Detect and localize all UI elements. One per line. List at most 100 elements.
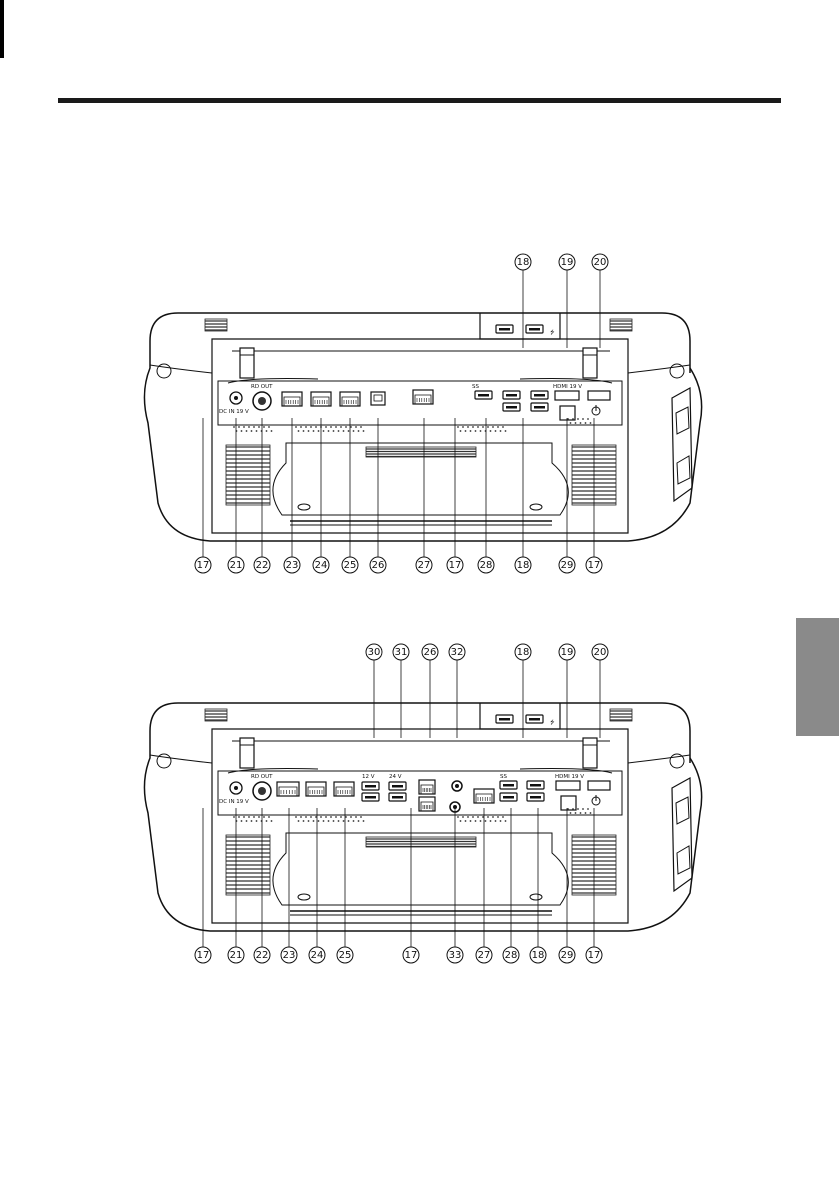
svg-text:28: 28	[505, 950, 518, 961]
svg-text:28: 28	[480, 560, 493, 571]
callout-top-30: 30	[366, 644, 382, 660]
callout-bottom-18: 18	[530, 947, 546, 963]
svg-text:25: 25	[344, 560, 357, 571]
callout-bottom-26: 26	[370, 557, 386, 573]
vent-dots-3	[457, 816, 506, 822]
foot-right	[530, 504, 542, 510]
side-card-slot	[672, 778, 692, 891]
display-port	[560, 406, 575, 420]
callout-bottom-17: 17	[403, 947, 419, 963]
svg-text:19: 19	[561, 257, 574, 268]
vent-dots-2	[295, 816, 364, 822]
callout-bottom-22: 22	[254, 557, 270, 573]
side-card-slot	[672, 388, 692, 501]
svg-text:18: 18	[532, 950, 545, 961]
callout-top-18: 18	[515, 254, 531, 270]
callout-bottom-28: 28	[503, 947, 519, 963]
left-hinge	[240, 738, 254, 768]
callout-bottom-28: 28	[478, 557, 494, 573]
left-hinge	[240, 348, 254, 378]
svg-text:26: 26	[372, 560, 385, 571]
svg-text:18: 18	[517, 560, 530, 571]
svg-text:32: 32	[451, 647, 464, 658]
foot-left	[298, 504, 310, 510]
svg-text:31: 31	[395, 647, 408, 658]
callout-bottom-29: 29	[559, 947, 575, 963]
svg-text:22: 22	[256, 950, 269, 961]
callout-bottom-29: 29	[559, 557, 575, 573]
svg-text:24: 24	[311, 950, 324, 961]
callout-bottom-17: 17	[447, 557, 463, 573]
svg-text:20: 20	[594, 647, 607, 658]
powered-usb-port	[556, 781, 580, 790]
svg-text:⭍: ⭍	[550, 328, 555, 336]
svg-text:27: 27	[418, 560, 431, 571]
callout-top-19: 19	[559, 644, 575, 660]
callout-bottom-21: 21	[228, 557, 244, 573]
svg-text:22: 22	[256, 560, 269, 571]
callout-bottom-21: 21	[228, 947, 244, 963]
callout-bottom-17: 17	[195, 557, 211, 573]
v12-label: 12 V	[362, 774, 375, 780]
callout-top-18: 18	[515, 644, 531, 660]
callout-bottom-33: 33	[447, 947, 463, 963]
center-vent-slot	[366, 447, 476, 457]
svg-text:25: 25	[339, 950, 352, 961]
svg-text:29: 29	[561, 950, 574, 961]
top-left-rule	[0, 0, 4, 58]
svg-text:21: 21	[230, 950, 243, 961]
right-side-screw	[670, 364, 684, 378]
usb-b-port	[371, 392, 385, 405]
svg-text:⭍: ⭍	[550, 718, 555, 726]
callout-bottom-25: 25	[342, 557, 358, 573]
callout-top-20: 20	[592, 644, 608, 660]
callout-top-19: 19	[559, 254, 575, 270]
left-vent-grille	[226, 835, 270, 895]
top-left-grille	[205, 319, 227, 331]
right-hinge	[583, 348, 597, 378]
serial-port-3	[340, 392, 360, 406]
right-hinge	[583, 738, 597, 768]
svg-text:30: 30	[368, 647, 381, 658]
callout-top-20: 20	[592, 254, 608, 270]
left-side-screw	[157, 364, 171, 378]
svg-text:17: 17	[405, 950, 418, 961]
callout-bottom-25: 25	[337, 947, 353, 963]
top-left-grille	[205, 709, 227, 721]
svg-text:23: 23	[283, 950, 296, 961]
section-header-rule	[58, 98, 781, 103]
svg-text:26: 26	[424, 647, 437, 658]
svg-text:17: 17	[197, 560, 210, 571]
powered-usb-port	[555, 391, 579, 400]
svg-text:17: 17	[449, 560, 462, 571]
callout-top-31: 31	[393, 644, 409, 660]
serial-port-2	[306, 782, 326, 796]
left-side-screw	[157, 754, 171, 768]
top-usb-housing	[480, 313, 560, 339]
callout-bottom-24: 24	[313, 557, 329, 573]
svg-text:23: 23	[286, 560, 299, 571]
left-vent-grille	[226, 445, 270, 505]
lan-port	[474, 789, 494, 803]
svg-text:21: 21	[230, 560, 243, 571]
lan-port	[413, 390, 433, 404]
ss-label: SS	[500, 774, 507, 780]
vent-dots-2	[295, 426, 364, 432]
hdmi-19v-label: HDMI 19 V	[553, 384, 582, 390]
svg-text:24: 24	[315, 560, 328, 571]
callout-bottom-17: 17	[586, 947, 602, 963]
v24-label: 24 V	[389, 774, 402, 780]
right-side-screw	[670, 754, 684, 768]
foot-left	[298, 894, 310, 900]
dc-in-label: DC IN 19 V	[219, 799, 249, 805]
vent-dots-1	[233, 816, 272, 822]
callout-bottom-18: 18	[515, 557, 531, 573]
top-usb-housing	[480, 703, 560, 729]
callout-bottom-24: 24	[309, 947, 325, 963]
top-right-grille	[610, 319, 632, 331]
callout-bottom-23: 23	[284, 557, 300, 573]
hdmi-port	[588, 391, 610, 400]
